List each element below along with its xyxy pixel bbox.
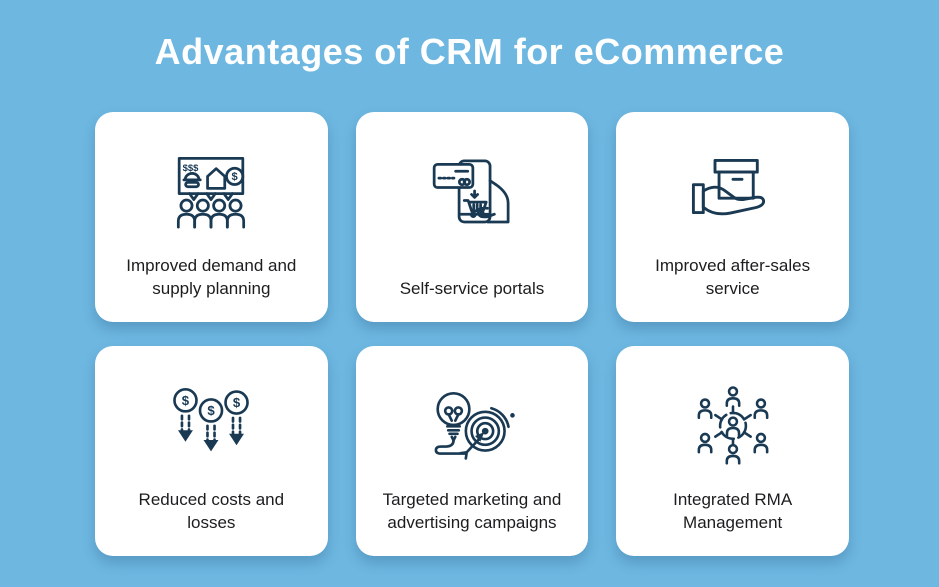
card-label-self-service: Self-service portals — [399, 278, 545, 298]
card-rma-management: Integrated RMA Management — [616, 346, 849, 556]
card-label-after-sales: Improved after-sales service — [655, 256, 811, 298]
cards-grid: $$$ $ Improved demand and supply plannin… — [95, 112, 849, 556]
card-after-sales: Improved after-sales service — [616, 112, 849, 322]
card-label-rma-management: Integrated RMA Management — [673, 490, 793, 532]
svg-text:$$$: $$$ — [183, 163, 200, 174]
demand-supply-billboard-icon: $$$ $ — [168, 146, 254, 236]
svg-text:$: $ — [182, 393, 190, 408]
svg-text:$: $ — [232, 171, 239, 183]
rma-network-icon — [690, 380, 776, 470]
card-self-service: Self-service portals — [355, 112, 589, 322]
card-label-targeted-marketing: Targeted marketing and advertising campa… — [382, 490, 562, 532]
self-service-phone-icon — [429, 146, 515, 236]
after-sales-box-hand-icon — [688, 146, 778, 236]
card-label-demand-supply: Improved demand and supply planning — [126, 256, 297, 298]
svg-text:$: $ — [208, 403, 216, 418]
card-reduced-costs: $ $ $ Reduced costs and losses — [95, 346, 328, 556]
page-title: Advantages of CRM for eCommerce — [154, 31, 785, 72]
card-targeted-marketing: Targeted marketing and advertising campa… — [355, 346, 589, 556]
card-demand-supply: $$$ $ Improved demand and supply plannin… — [95, 112, 328, 322]
targeted-marketing-icon — [428, 380, 516, 470]
reduced-costs-coins-icon: $ $ $ — [167, 380, 255, 470]
card-label-reduced-costs: Reduced costs and losses — [138, 490, 285, 532]
svg-text:$: $ — [233, 395, 241, 410]
